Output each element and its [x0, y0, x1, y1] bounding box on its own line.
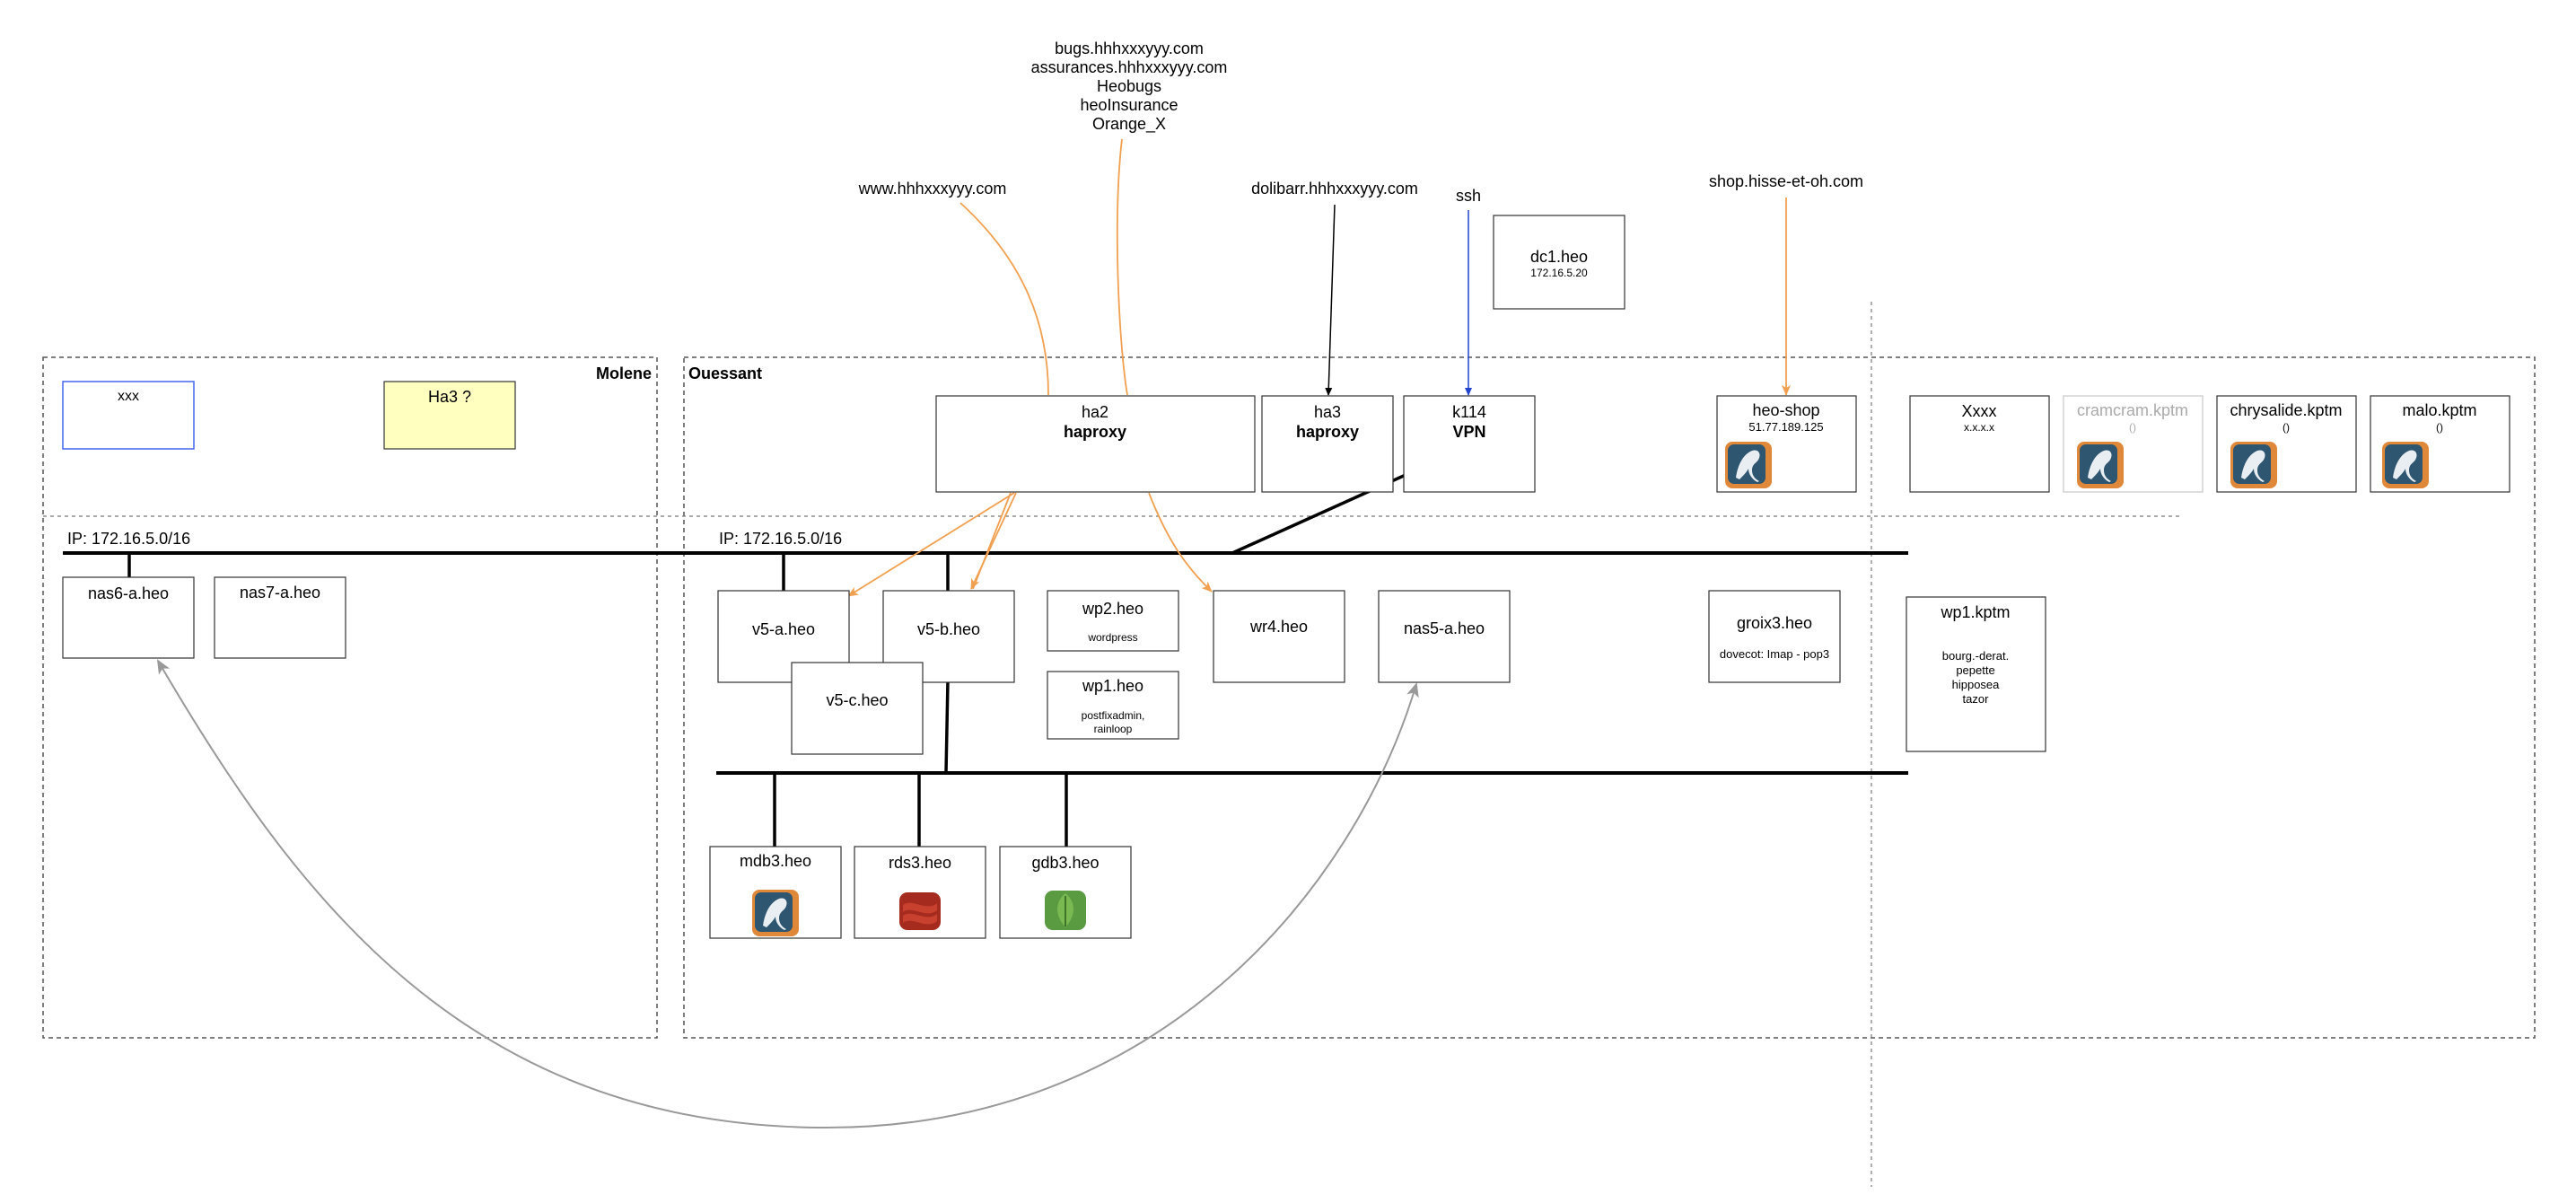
node-k114-role: VPN — [1452, 423, 1485, 441]
node-nas6[interactable]: nas6-a.heo — [62, 576, 195, 659]
zone-molene-label: Molene — [596, 364, 652, 382]
node-dc1-ip: 172.16.5.20 — [1530, 267, 1588, 279]
domain-heoinsurance: heoInsurance — [1080, 96, 1178, 114]
domain-ssh: ssh — [1456, 187, 1481, 205]
node-cramcram-label: cramcram.kptm — [2077, 401, 2188, 419]
node-nas5[interactable]: nas5-a.heo — [1378, 590, 1511, 683]
domain-orange-x: Orange_X — [1092, 115, 1166, 134]
node-mdb3[interactable]: mdb3.heo — [709, 846, 842, 939]
node-wp1[interactable]: wp1.heo postfixadmin, rainloop — [1047, 671, 1179, 740]
domain-shop: shop.hisse-et-oh.com — [1709, 172, 1863, 190]
node-nas7-label: nas7-a.heo — [240, 584, 320, 602]
node-heo-shop-ip: 51.77.189.125 — [1748, 420, 1823, 434]
node-wp2[interactable]: wp2.heo wordpress — [1047, 590, 1179, 652]
node-v5b-label: v5-b.heo — [917, 620, 980, 638]
node-nas7[interactable]: nas7-a.heo — [214, 576, 346, 659]
arrow-ha2-to-v5b-2 — [972, 492, 1012, 590]
node-nas6-label: nas6-a.heo — [88, 584, 169, 602]
node-xxxx-label: Xxxx — [1961, 402, 1996, 420]
node-wp1-label: wp1.heo — [1082, 677, 1143, 695]
domain-dolibarr: dolibarr.hhhxxxyyy.com — [1251, 180, 1418, 198]
node-groix3-label: groix3.heo — [1737, 614, 1812, 632]
node-dc1-label: dc1.heo — [1530, 248, 1588, 266]
arrow-dolibarr-to-ha3 — [1325, 204, 1336, 396]
node-ha3-question-label: Ha3 ? — [428, 388, 471, 406]
node-wp1-kptm-label: wp1.kptm — [1940, 603, 2010, 621]
node-gdb3-label: gdb3.heo — [1031, 854, 1099, 872]
node-ha3[interactable]: ha3 haproxy — [1261, 395, 1394, 493]
node-chrysalide-label: chrysalide.kptm — [2230, 401, 2342, 419]
node-malo-ip: () — [2436, 421, 2443, 434]
node-dc1[interactable]: dc1.heo 172.16.5.20 — [1493, 215, 1625, 310]
mysql-icon — [752, 890, 799, 936]
node-wr4[interactable]: wr4.heo — [1213, 590, 1345, 683]
node-nas5-label: nas5-a.heo — [1404, 619, 1485, 637]
node-groix3[interactable]: groix3.heo dovecot: Imap - pop3 — [1708, 590, 1841, 683]
node-wp1-kptm-desc-4: tazor — [1963, 692, 1990, 706]
node-xxx[interactable]: xxx — [62, 381, 195, 450]
node-wp1-kptm-desc-2: pepette — [1956, 663, 1994, 677]
node-heo-shop[interactable]: heo-shop 51.77.189.125 — [1716, 395, 1857, 493]
node-ha3-label: ha3 — [1314, 403, 1341, 421]
node-ha3-role: haproxy — [1296, 423, 1359, 441]
node-wp1-desc-2: rainloop — [1094, 723, 1133, 735]
node-rds3-label: rds3.heo — [889, 854, 951, 872]
node-malo-label: malo.kptm — [2402, 401, 2476, 419]
node-k114-label: k114 — [1452, 403, 1486, 421]
domain-heobugs: Heobugs — [1097, 77, 1161, 95]
node-v5c[interactable]: v5-c.heo — [791, 662, 924, 755]
domain-bugs: bugs.hhhxxxyyy.com — [1055, 40, 1204, 57]
arrow-nas6-nas5-replication — [156, 659, 1419, 1129]
node-wp2-label: wp2.heo — [1082, 600, 1143, 618]
mysql-icon — [1725, 442, 1772, 488]
zone-molene — [42, 356, 658, 1039]
node-v5c-label: v5-c.heo — [826, 691, 888, 709]
node-wp1-kptm-desc-1: bourg.-derat. — [1942, 649, 2009, 663]
node-wp1-kptm[interactable]: wp1.kptm bourg.-derat. pepette hipposea … — [1906, 596, 2046, 752]
node-k114[interactable]: k114 VPN — [1403, 395, 1536, 493]
mysql-icon — [2382, 442, 2429, 488]
node-groix3-desc: dovecot: Imap - pop3 — [1720, 647, 1829, 661]
domain-assurances: assurances.hhhxxxyyy.com — [1031, 58, 1228, 76]
node-rds3[interactable]: rds3.heo — [854, 846, 986, 939]
domain-multi-list: bugs.hhhxxxyyy.com assurances.hhhxxxyyy.… — [1031, 40, 1228, 134]
node-xxxx[interactable]: Xxxx x.x.x.x — [1909, 395, 2050, 493]
node-ha2-role: haproxy — [1064, 423, 1126, 441]
node-cramcram-ip: () — [2129, 421, 2136, 434]
arrow-multi-to-ha2 — [1116, 138, 1128, 396]
zone-ouessant-label: Ouessant — [688, 364, 762, 382]
mysql-icon — [2230, 442, 2277, 488]
node-chrysalide-ip: () — [2282, 421, 2290, 434]
arrow-www-to-ha2 — [959, 202, 1049, 396]
node-wp1-desc-1: postfixadmin, — [1082, 709, 1145, 722]
network-ip-molene: IP: 172.16.5.0/16 — [67, 530, 190, 548]
domain-www: www.hhhxxxyyy.com — [858, 180, 1007, 198]
node-v5a-label: v5-a.heo — [752, 620, 815, 638]
node-chrysalide[interactable]: chrysalide.kptm () — [2216, 395, 2357, 493]
mongodb-icon — [1045, 891, 1086, 930]
node-mdb3-label: mdb3.heo — [740, 852, 811, 870]
node-gdb3[interactable]: gdb3.heo — [999, 846, 1132, 939]
node-wp2-desc: wordpress — [1087, 631, 1137, 644]
node-ha2[interactable]: ha2 haproxy — [935, 395, 1256, 493]
node-wr4-label: wr4.heo — [1249, 618, 1308, 636]
node-wp1-kptm-desc-3: hipposea — [1952, 678, 2001, 691]
mysql-icon — [2077, 442, 2124, 488]
node-ha3-question[interactable]: Ha3 ? — [383, 381, 516, 450]
node-xxx-label: xxx — [118, 389, 139, 404]
node-cramcram[interactable]: cramcram.kptm () — [2063, 395, 2204, 493]
redis-icon — [899, 892, 941, 930]
node-malo[interactable]: malo.kptm () — [2370, 395, 2510, 493]
arrow-ha2-to-wr4 — [1148, 492, 1213, 593]
node-xxxx-ip: x.x.x.x — [1964, 421, 1994, 434]
node-heo-shop-label: heo-shop — [1752, 401, 1819, 419]
node-ha2-label: ha2 — [1082, 403, 1108, 421]
arrow-ha2-to-v5a — [847, 492, 1015, 597]
network-ip-ouessant: IP: 172.16.5.0/16 — [719, 530, 842, 548]
